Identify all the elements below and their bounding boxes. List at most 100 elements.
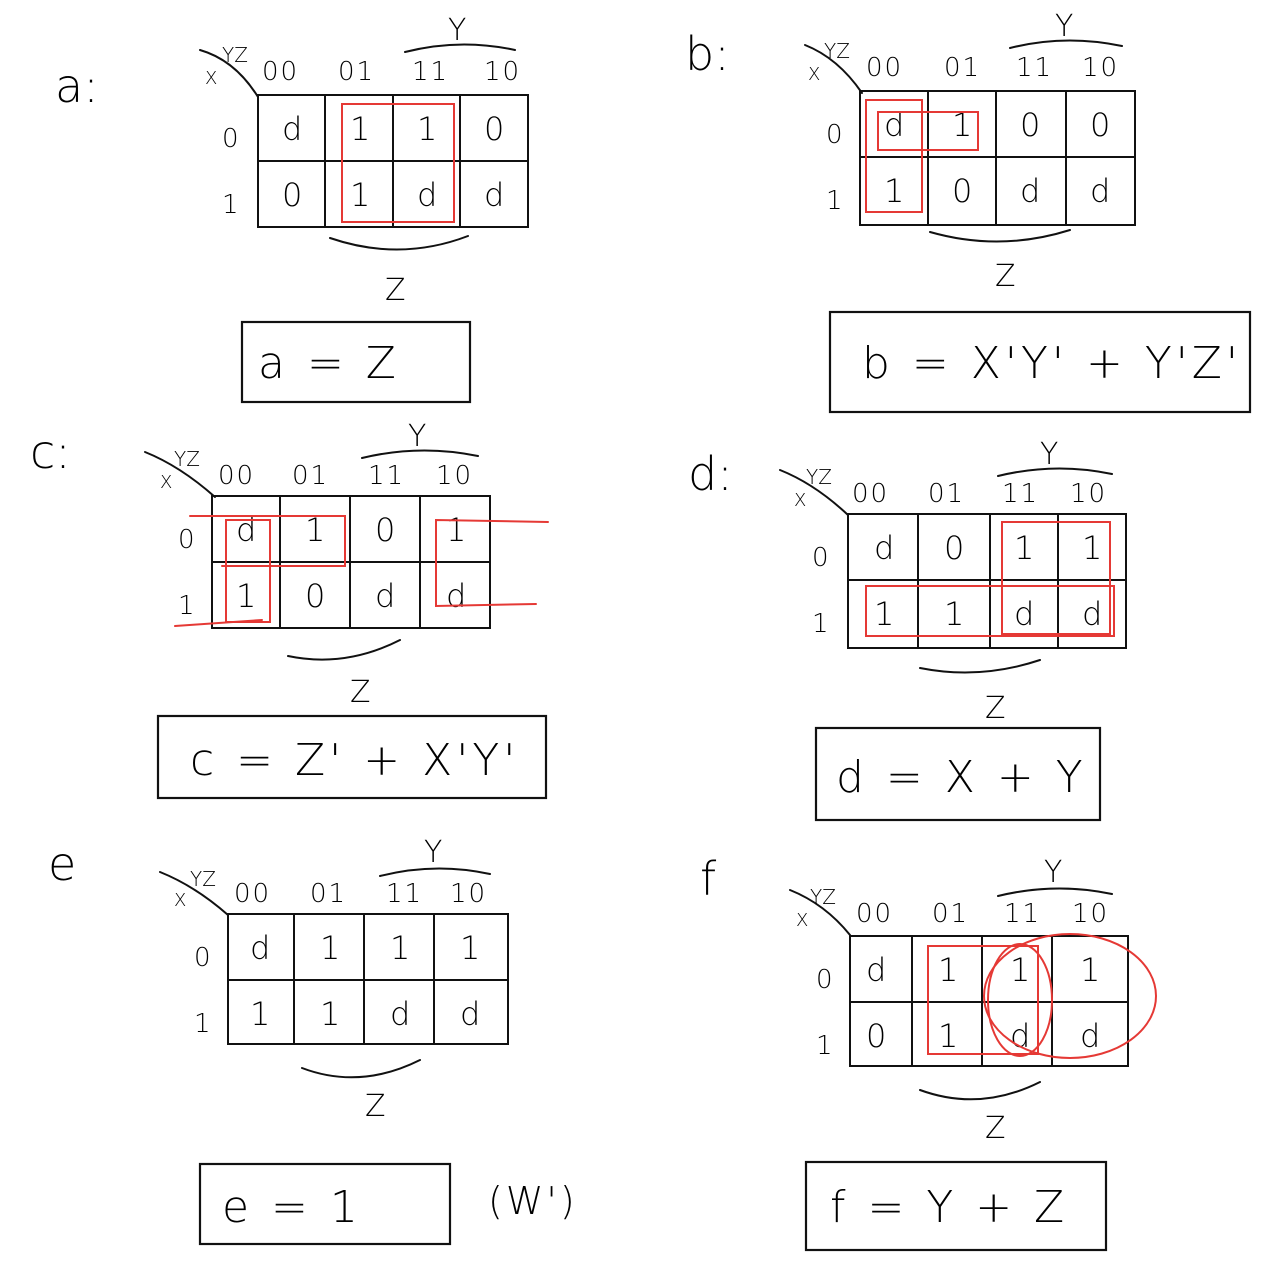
col-header-10: 10 bbox=[1072, 899, 1109, 929]
col-header-01: 01 bbox=[292, 461, 329, 491]
kmap-b: b: YZ X 00 01 11 10 Y 0 1 d 1 0 0 1 0 d … bbox=[685, 9, 1252, 414]
answer-box bbox=[804, 1160, 1108, 1252]
cell-x1-yz11: d bbox=[375, 577, 395, 615]
answer-text: e = 1 bbox=[222, 1182, 362, 1233]
col-header-11: 11 bbox=[412, 57, 449, 87]
grouping-loop bbox=[983, 933, 1157, 1059]
row-header-1: 1 bbox=[816, 1031, 833, 1061]
row-header-1: 1 bbox=[194, 1009, 211, 1039]
answer-text: a = Z bbox=[258, 338, 400, 389]
cell-x1-yz00: 1 bbox=[874, 595, 894, 633]
corner-diagonal bbox=[159, 871, 229, 916]
kmap-f: f YZ X 00 01 11 10 Y 0 1 d 1 1 1 0 1 d d… bbox=[700, 852, 1157, 1252]
corner-x-label: X bbox=[174, 890, 186, 911]
kmap-e: e YZ X 00 01 11 10 Y 0 1 d 1 1 1 1 1 d d… bbox=[48, 835, 575, 1246]
cell-x0-yz10: 1 bbox=[1082, 529, 1102, 567]
col-header-01: 01 bbox=[932, 899, 969, 929]
cell-x0-yz01: 1 bbox=[320, 929, 340, 967]
grouping-loop bbox=[865, 99, 923, 213]
z-brace bbox=[929, 229, 1071, 243]
z-brace bbox=[919, 1081, 1041, 1101]
col-header-00: 00 bbox=[234, 879, 271, 909]
y-brace bbox=[997, 467, 1113, 477]
cell-x0-yz11: 0 bbox=[1020, 106, 1040, 144]
cell-x0-yz10: 1 bbox=[446, 511, 466, 549]
answer-text: c = Z' + X'Y' bbox=[190, 735, 519, 786]
kmap-label: f bbox=[700, 852, 717, 906]
cell-x1-yz00: 1 bbox=[236, 577, 256, 615]
cell-x1-yz11: d bbox=[1014, 595, 1034, 633]
col-header-01: 01 bbox=[928, 479, 965, 509]
cell-x1-yz11: d bbox=[390, 995, 410, 1033]
grouping-loop bbox=[435, 518, 549, 608]
y-brace-label: Y bbox=[1040, 437, 1058, 472]
z-brace-label: Z bbox=[350, 675, 371, 710]
grouping-loop bbox=[865, 585, 1115, 637]
y-brace bbox=[361, 449, 479, 459]
cell-x0-yz00: d bbox=[884, 106, 904, 144]
col-header-11: 11 bbox=[386, 879, 423, 909]
y-brace-label: Y bbox=[408, 419, 426, 454]
cell-x0-yz00: d bbox=[866, 951, 886, 989]
row-header-0: 0 bbox=[816, 965, 833, 995]
cell-x1-yz11: d bbox=[417, 176, 437, 214]
row-header-0: 0 bbox=[178, 525, 195, 555]
cell-x1-yz10: d bbox=[1082, 595, 1102, 633]
grouping-loop bbox=[1001, 521, 1111, 635]
z-brace bbox=[287, 639, 401, 661]
col-header-10: 10 bbox=[450, 879, 487, 909]
corner-yz-label: YZ bbox=[824, 39, 850, 63]
cell-x0-yz10: 1 bbox=[1080, 951, 1100, 989]
col-header-11: 11 bbox=[1002, 479, 1039, 509]
cell-x1-yz11: d bbox=[1020, 172, 1040, 210]
cell-x0-yz10: 1 bbox=[460, 929, 480, 967]
cell-x0-yz11: 1 bbox=[390, 929, 410, 967]
cell-x1-yz00: 0 bbox=[866, 1017, 886, 1055]
grouping-loop bbox=[877, 111, 979, 151]
kmap-c: c: YZ X 00 01 11 10 Y 0 1 d 1 0 1 1 0 d … bbox=[30, 419, 549, 800]
cell-x1-yz01: 0 bbox=[305, 577, 325, 615]
col-header-00: 00 bbox=[866, 53, 903, 83]
corner-x-label: X bbox=[796, 910, 808, 931]
kmap-label: b: bbox=[685, 27, 730, 81]
col-header-11: 11 bbox=[1004, 899, 1041, 929]
corner-yz-label: YZ bbox=[810, 885, 836, 909]
cell-x0-yz01: 1 bbox=[938, 951, 958, 989]
kmap-label: d: bbox=[688, 447, 733, 501]
cell-x0-yz11: 1 bbox=[417, 110, 437, 148]
cell-x1-yz00: 1 bbox=[250, 995, 270, 1033]
cell-x0-yz00: d bbox=[282, 110, 302, 148]
y-brace bbox=[404, 43, 516, 53]
cell-x0-yz10: 0 bbox=[484, 110, 504, 148]
grouping-loop bbox=[341, 103, 455, 223]
cell-x1-yz01: 1 bbox=[350, 176, 370, 214]
cell-x0-yz01: 1 bbox=[350, 110, 370, 148]
grouping-loop bbox=[174, 619, 263, 627]
cell-x1-yz10: d bbox=[484, 176, 504, 214]
col-header-10: 10 bbox=[436, 461, 473, 491]
row-header-1: 1 bbox=[178, 591, 195, 621]
z-brace-label: Z bbox=[995, 259, 1016, 294]
grouping-loop bbox=[189, 515, 346, 567]
grouping-loop bbox=[225, 519, 271, 623]
col-header-01: 01 bbox=[310, 879, 347, 909]
col-header-00: 00 bbox=[852, 479, 889, 509]
row-header-0: 0 bbox=[222, 124, 239, 154]
col-header-00: 00 bbox=[218, 461, 255, 491]
kmap-label: c: bbox=[30, 425, 71, 479]
row-header-0: 0 bbox=[826, 120, 843, 150]
z-brace-label: Z bbox=[985, 1111, 1006, 1146]
cell-x0-yz10: 0 bbox=[1090, 106, 1110, 144]
z-brace bbox=[919, 659, 1041, 674]
corner-diagonal bbox=[144, 451, 216, 498]
cell-x0-yz01: 0 bbox=[944, 529, 964, 567]
answer-box bbox=[240, 320, 472, 404]
cell-x0-yz00: d bbox=[250, 929, 270, 967]
answer-text: f = Y + Z bbox=[830, 1182, 1068, 1233]
corner-x-label: X bbox=[794, 490, 806, 511]
kmap-label: a: bbox=[55, 59, 99, 113]
z-brace bbox=[301, 1059, 421, 1079]
cell-x1-yz10: d bbox=[1080, 1017, 1100, 1055]
row-header-1: 1 bbox=[826, 186, 843, 216]
